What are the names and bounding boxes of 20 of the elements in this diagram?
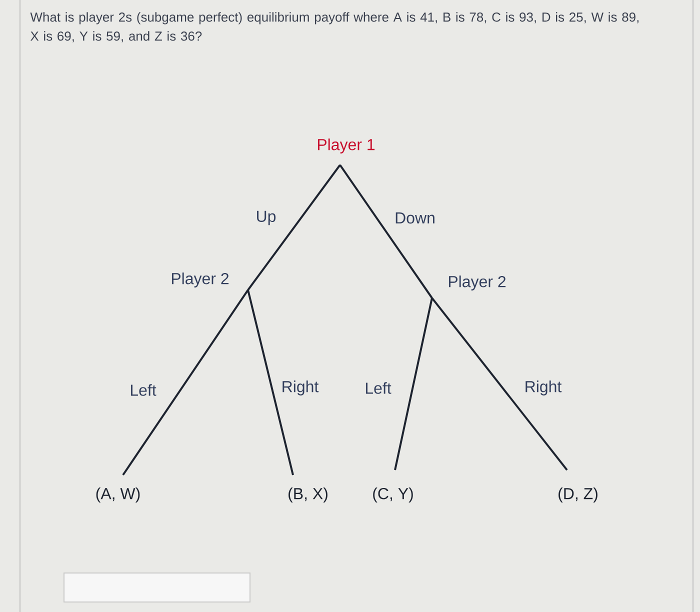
payoff-label: (B, X) <box>288 488 328 502</box>
player-label: Player 2 <box>448 276 506 290</box>
tree-branch <box>431 297 568 471</box>
edge-label: Right <box>526 380 562 396</box>
player-label: Player 2 <box>172 272 229 288</box>
tree-branch <box>122 289 249 476</box>
player-label: Player 1 <box>318 138 375 154</box>
payoff-label: (C, Y) <box>373 488 413 502</box>
tree-branch <box>339 164 433 299</box>
edge-label: Right <box>282 380 319 396</box>
edge-label: Left <box>366 382 392 394</box>
edge-label: Up <box>257 210 276 226</box>
payoff-label: (A, W) <box>96 488 140 502</box>
edge-label: Left <box>130 384 156 396</box>
question-text: What is player 2s (subgame perfect) equilibrium payoff where A is 41, B is 78, C is 93, D is 25, W is 89, X is 69, Y is 59, and Z is 36? <box>30 12 638 42</box>
payoff-label: (D, Z) <box>558 488 598 502</box>
tree-branch <box>394 298 433 470</box>
edge-label: Down <box>396 212 434 224</box>
tree-branch <box>247 164 341 291</box>
tree-branch <box>247 290 294 476</box>
